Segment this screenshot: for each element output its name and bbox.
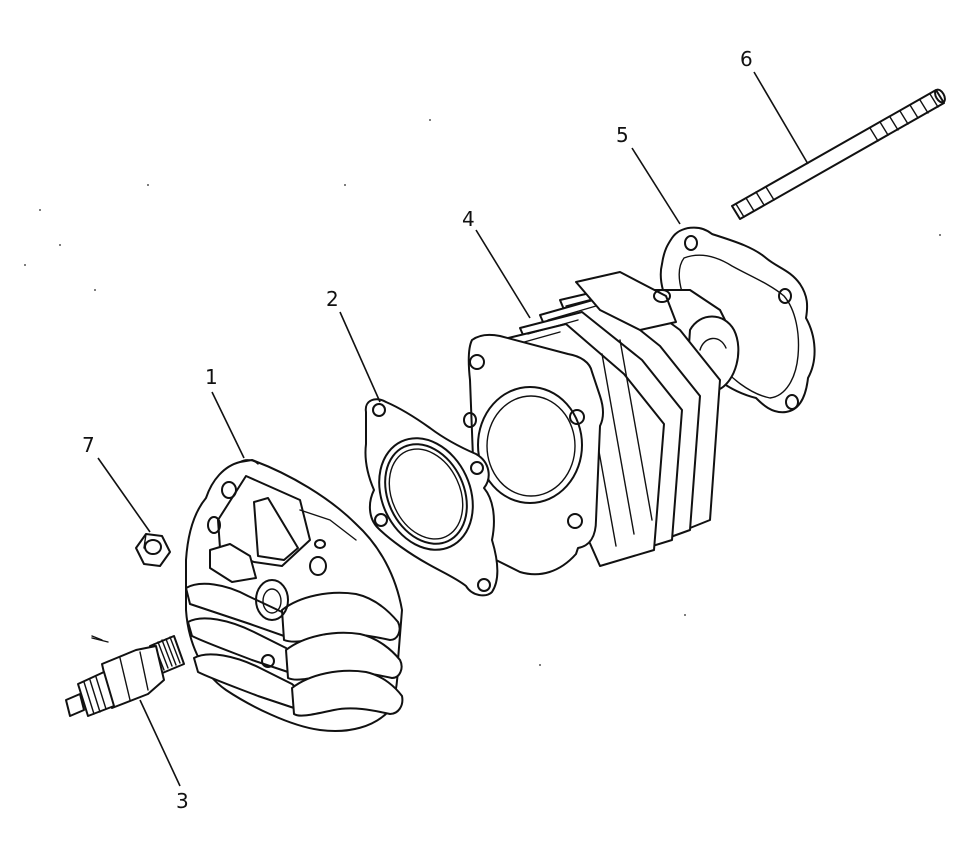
leader-line-6 — [753, 71, 809, 165]
callout-3: 3 — [91, 637, 189, 813]
callout-1: 1 — [205, 365, 245, 459]
callout-label-5: 5 — [616, 123, 629, 147]
callout-6: 6 — [740, 47, 809, 165]
callout-2: 2 — [326, 287, 381, 403]
callout-label-2: 2 — [326, 287, 339, 311]
leader-line-3 — [139, 699, 181, 787]
leader-line-4 — [475, 229, 531, 319]
leader-line-7 — [97, 457, 151, 533]
leader-line-2 — [339, 311, 381, 403]
callout-5: 5 — [616, 123, 681, 225]
callout-label-3: 3 — [176, 789, 189, 813]
stud-bolt — [731, 88, 946, 220]
callout-label-4: 4 — [462, 207, 475, 231]
leader-line-1 — [211, 391, 245, 459]
callout-4: 4 — [462, 207, 531, 319]
callout-label-6: 6 — [740, 47, 753, 71]
cylinder-head — [185, 459, 404, 732]
cylinder-head-gasket — [364, 398, 499, 597]
nut — [135, 533, 171, 567]
cylinder — [463, 271, 740, 576]
callout-label-7: 7 — [82, 433, 95, 457]
callout-label-1: 1 — [205, 365, 218, 389]
spark-plug — [65, 635, 185, 717]
leader-line-5 — [631, 147, 681, 225]
callout-7: 7 — [82, 433, 151, 533]
